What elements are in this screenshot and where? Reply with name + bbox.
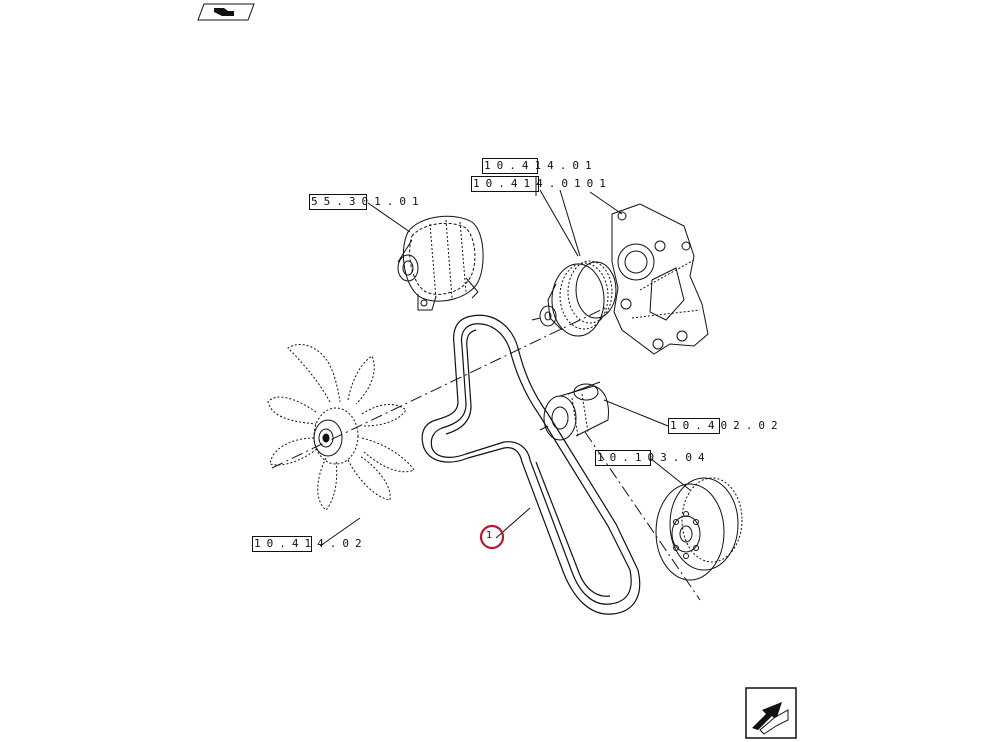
cooling-fan (267, 344, 415, 511)
ref-water-pump-2-label: 10.414.0101 (473, 177, 612, 190)
ref-water-pump-1[interactable]: 10.414.01 (482, 158, 598, 174)
ref-tensioner[interactable]: 10.402.02 (668, 418, 784, 434)
book-arrow-icon[interactable] (197, 3, 255, 21)
fan-hub (313, 407, 359, 465)
crankshaft-damper (655, 477, 743, 581)
ref-alternator[interactable]: 55.301.01 (309, 194, 425, 210)
pump-bracket (611, 203, 709, 355)
alternator (397, 215, 484, 311)
belt-callout-number[interactable]: 1 (486, 530, 492, 541)
leader-lines (319, 176, 691, 547)
next-page-arrow-icon[interactable] (745, 687, 797, 739)
ref-damper[interactable]: 10.103.04 (595, 450, 711, 466)
belt-callout-label: 1 (486, 530, 493, 541)
center-axis-line-lower (584, 431, 701, 601)
ref-water-pump-2[interactable]: 10.414.0101 (471, 176, 612, 192)
ref-fan[interactable]: 10.414.02 (252, 536, 368, 552)
ref-alternator-label: 55.301.01 (311, 195, 425, 208)
ref-tensioner-label: 10.402.02 (670, 419, 784, 432)
belt-tensioner (539, 381, 609, 441)
poly-v-belt (421, 314, 641, 615)
water-pump-pulley (531, 260, 617, 337)
ref-fan-label: 10.414.02 (254, 537, 368, 550)
belt-callout-circle (479, 524, 505, 550)
